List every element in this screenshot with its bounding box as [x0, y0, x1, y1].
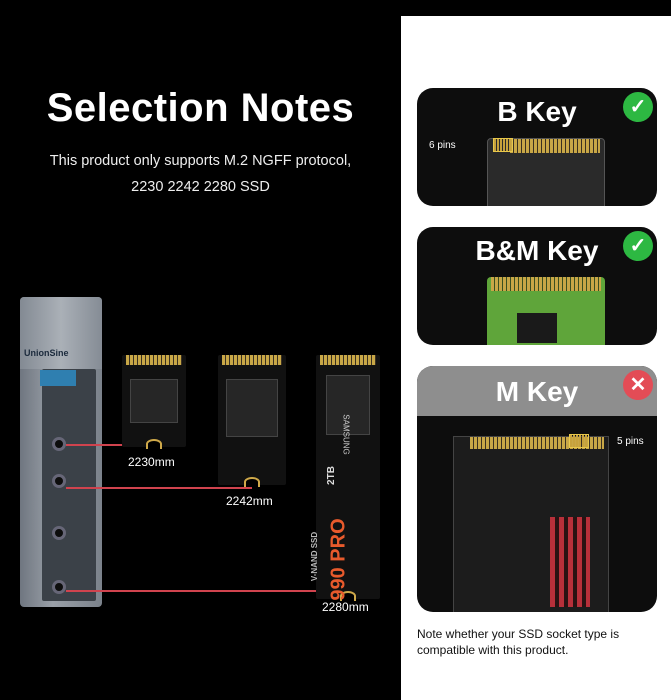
ssd-capacity: 2TB [325, 466, 337, 485]
cross-icon: ✕ [623, 370, 653, 400]
heatsink-fins [550, 517, 590, 607]
mount-hole-mid [52, 526, 66, 540]
ssd-2230 [122, 355, 186, 449]
ssd-label-2230: 2230mm [128, 455, 175, 469]
ssd-model: 990 PRO [327, 518, 350, 601]
check-icon: ✓ [623, 231, 653, 261]
screw-notch [340, 591, 356, 601]
mount-hole-2242 [52, 474, 66, 488]
screw-notch [146, 439, 162, 449]
subtitle-line-1: This product only supports M.2 NGFF prot… [49, 153, 352, 169]
card-m-key: M Key 5 pins [417, 366, 657, 612]
card-title: B&M Key [475, 235, 599, 266]
pin-highlight [493, 138, 513, 152]
gold-contacts [320, 355, 376, 365]
card-b-key: B Key 6 pins [417, 88, 657, 206]
gold-contacts [491, 277, 601, 291]
line-2242 [66, 487, 252, 489]
pin-highlight [569, 434, 589, 448]
ssd-chip [130, 379, 178, 423]
ssd-line: V-NAND SSD [310, 531, 320, 582]
card-bm-key: B&M Key [417, 227, 657, 345]
pins-label: 6 pins [429, 140, 456, 151]
subtitle: This product only supports M.2 NGFF prot… [0, 148, 401, 200]
gold-contacts [510, 139, 600, 153]
ssd-chip [226, 379, 278, 437]
mount-hole-2230 [52, 437, 66, 451]
ssd-pcb [487, 277, 605, 345]
line-2230 [66, 444, 150, 446]
enclosure-connector [40, 370, 76, 386]
gold-contacts [222, 355, 282, 365]
gold-contacts [126, 355, 182, 365]
subtitle-line-2: 2230 2242 2280 SSD [131, 179, 270, 195]
pins-label: 5 pins [617, 436, 644, 447]
ssd-enclosure [20, 297, 102, 607]
brand-logo: UnionSine [24, 348, 69, 358]
ssd-maker: SAMSUNG [341, 414, 351, 455]
screw-notch [244, 477, 260, 487]
compatibility-note: Note whether your SSD socket type is com… [417, 627, 620, 657]
card-title: B Key [497, 96, 577, 127]
ssd-label-2280: 2280mm [322, 600, 369, 614]
enclosure-cap [20, 297, 102, 369]
page-title: Selection Notes [46, 86, 355, 130]
ssd-heatsink [453, 436, 609, 612]
ssd-label-2242: 2242mm [226, 494, 273, 508]
line-2280 [66, 590, 348, 592]
ssd-chip [517, 313, 557, 343]
ssd-chip [326, 375, 370, 435]
ssd-2242 [218, 355, 286, 487]
card-header-bg [417, 366, 657, 416]
check-icon: ✓ [623, 92, 653, 122]
card-title: M Key [495, 376, 579, 407]
ssd-2280 [316, 355, 380, 601]
mount-hole-2280 [52, 580, 66, 594]
enclosure-tray [42, 369, 96, 601]
